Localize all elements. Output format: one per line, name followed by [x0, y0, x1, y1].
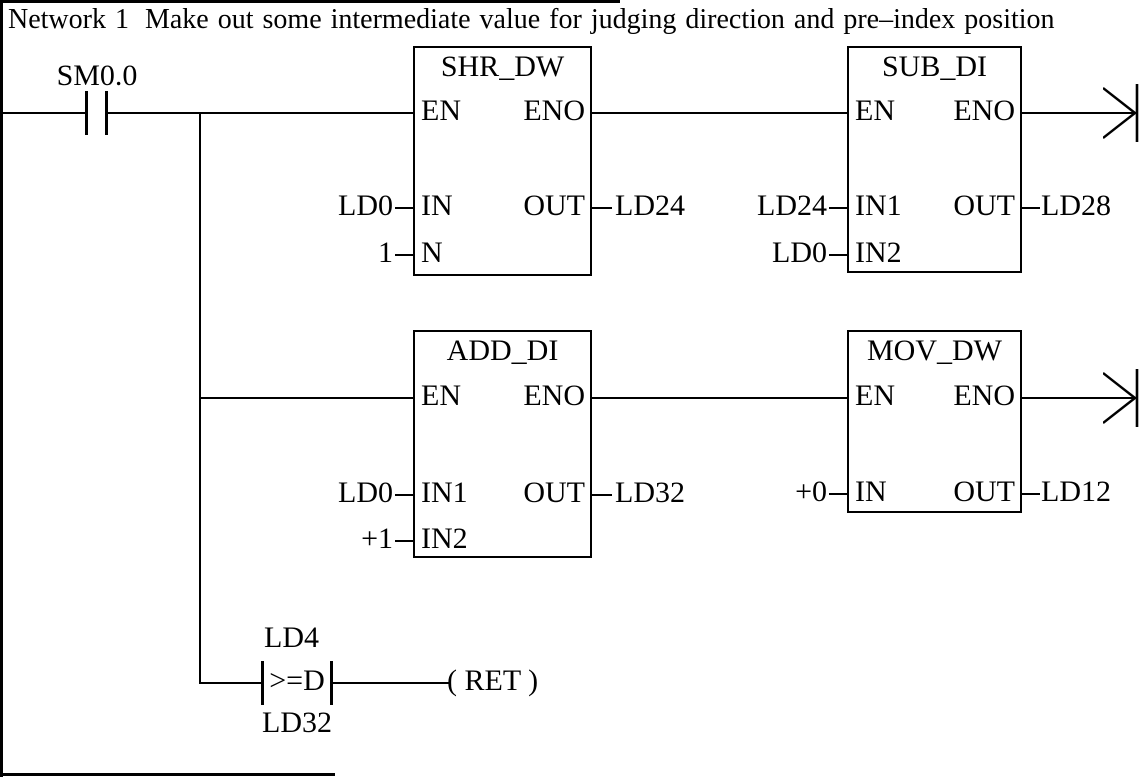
ret-coil: ( RET ) [447, 664, 539, 697]
operand: LD24 [757, 189, 827, 222]
wire [592, 397, 847, 399]
pin-en: EN [421, 94, 461, 127]
pin-dash [829, 493, 847, 495]
contact-bar-icon [330, 661, 333, 705]
block-sub-di: SUB_DI [847, 46, 1022, 273]
block-name: ADD_DI [446, 334, 559, 367]
compare-symbol: >=D [269, 664, 325, 697]
operand: LD0 [338, 476, 393, 509]
pin-in: IN [855, 475, 887, 508]
compare-operand-above: LD4 [264, 621, 319, 654]
operand: LD0 [772, 236, 827, 269]
pin-dash [395, 540, 413, 542]
operand: LD12 [1041, 475, 1111, 508]
pin-dash [395, 207, 413, 209]
pin-eno: ENO [953, 94, 1015, 127]
contact-bar-icon [105, 91, 108, 135]
operand: LD24 [615, 189, 685, 222]
wire [2, 112, 86, 114]
operand: LD32 [615, 476, 685, 509]
pin-dash [1022, 493, 1040, 495]
pin-in2: IN2 [421, 522, 468, 555]
wire [333, 682, 449, 684]
block-mov-dw: MOV_DW [847, 330, 1022, 513]
operand: 1 [378, 236, 393, 269]
pin-out: OUT [953, 189, 1015, 222]
network-title: Network 1 Make out some intermediate valu… [8, 6, 1055, 34]
pin-dash [592, 207, 612, 209]
contact-bar-icon [261, 661, 264, 705]
wire [1022, 112, 1136, 114]
operand: +1 [361, 522, 393, 555]
pin-dash [829, 207, 847, 209]
pin-in1: IN1 [421, 476, 468, 509]
top-border [0, 0, 620, 3]
pin-en: EN [855, 379, 895, 412]
pin-dash [395, 254, 413, 256]
continuation-arrow-icon [1103, 369, 1139, 427]
pin-in: IN [421, 189, 453, 222]
pin-out: OUT [523, 476, 585, 509]
operand: LD0 [338, 189, 393, 222]
pin-in1: IN1 [855, 189, 902, 222]
wire [1022, 397, 1136, 399]
pin-n: N [421, 236, 443, 269]
pin-in2: IN2 [855, 236, 902, 269]
block-name: SUB_DI [881, 50, 987, 83]
block-name: MOV_DW [867, 334, 1002, 367]
operand: +0 [795, 475, 827, 508]
pin-en: EN [421, 379, 461, 412]
continuation-arrow-icon [1103, 84, 1139, 142]
wire [108, 112, 413, 114]
contact-label: SM0.0 [56, 59, 138, 92]
pin-eno: ENO [953, 379, 1015, 412]
pin-out: OUT [523, 189, 585, 222]
pin-dash [395, 494, 413, 496]
pin-dash [1022, 207, 1040, 209]
pin-en: EN [855, 94, 895, 127]
pin-dash [592, 494, 612, 496]
bottom-border [0, 773, 335, 776]
operand: LD28 [1041, 189, 1111, 222]
contact-bar-icon [85, 91, 88, 135]
pin-dash [829, 254, 847, 256]
compare-operand-below: LD32 [262, 706, 332, 739]
block-add-di: ADD_DI [413, 330, 592, 558]
left-power-rail [0, 0, 3, 777]
wire [592, 112, 847, 114]
wire [200, 397, 413, 399]
wire [200, 682, 261, 684]
network-label: Network 1 [8, 4, 129, 35]
pin-out: OUT [953, 475, 1015, 508]
pin-eno: ENO [523, 94, 585, 127]
pin-eno: ENO [523, 379, 585, 412]
block-name: SHR_DW [440, 50, 565, 83]
block-shr-dw: SHR_DW [413, 46, 592, 276]
network-comment: Make out some intermediate value for jud… [144, 4, 1055, 35]
